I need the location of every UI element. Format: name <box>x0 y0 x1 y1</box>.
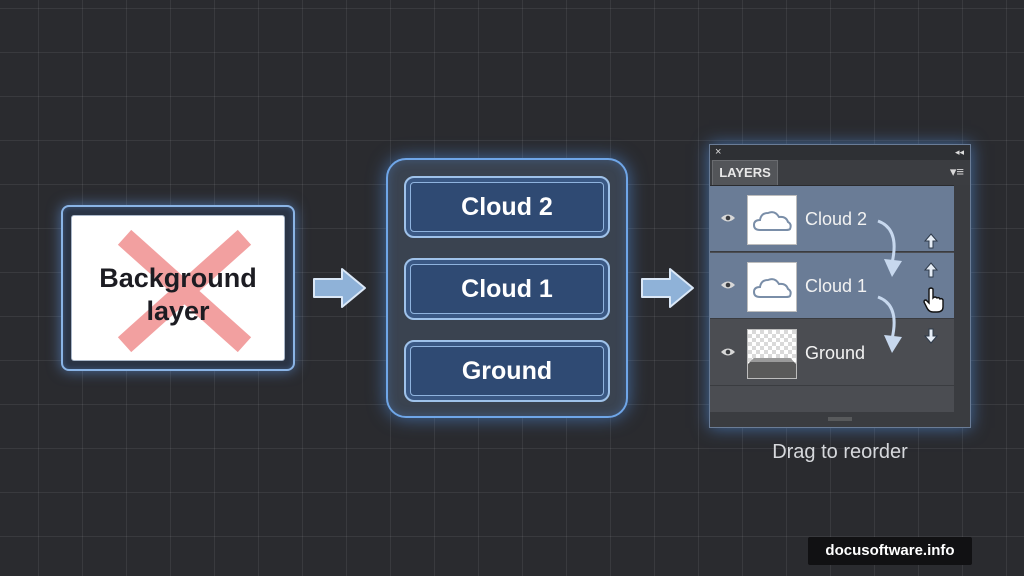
curved-arrow-icon <box>877 219 902 277</box>
layer-name-ground: Ground <box>805 343 866 363</box>
watermark: docusoftware.info <box>808 537 972 565</box>
eye-icon[interactable] <box>720 346 736 358</box>
stack-item-cloud-1: Cloud 1 <box>404 258 610 320</box>
background-layer-card: Background layer <box>61 205 295 371</box>
background-layer-canvas: Background layer <box>71 215 285 361</box>
layer-row-ground[interactable]: Ground <box>710 320 954 386</box>
tab-layers[interactable]: LAYERS <box>712 160 778 185</box>
up-arrow-icon <box>924 233 938 249</box>
ground-icon <box>747 329 797 379</box>
panel-title-bar: × ◂◂ <box>710 145 970 160</box>
cross-out-icon <box>117 229 252 353</box>
layer-stack-card: Cloud 2 Cloud 1 Ground <box>386 158 628 418</box>
collapse-icon[interactable]: ◂◂ <box>954 147 964 157</box>
layer-row-cloud-2[interactable]: Cloud 2 <box>710 186 954 252</box>
stack-item-cloud-2: Cloud 2 <box>404 176 610 238</box>
background-layer-label-line1: Background <box>99 263 257 293</box>
background-layer-label: Background layer <box>72 262 284 328</box>
layer-name-cloud-2: Cloud 2 <box>805 209 868 229</box>
eye-icon[interactable] <box>720 212 736 224</box>
drag-caption: Drag to reorder <box>772 441 908 463</box>
resize-grip-icon[interactable] <box>828 417 852 422</box>
layers-panel: × ◂◂ LAYERS ▾≡ Cloud 2 Cloud 1 Ground <box>709 144 971 428</box>
cloud-icon <box>747 262 797 312</box>
cloud-icon <box>747 195 797 245</box>
panel-scrollbar[interactable] <box>954 185 970 413</box>
layer-row-cloud-1[interactable]: Cloud 1 <box>710 253 954 319</box>
right-arrow-icon <box>641 268 694 308</box>
up-arrow-icon <box>924 262 938 278</box>
down-arrow-icon <box>924 328 938 344</box>
hand-cursor-icon <box>923 287 944 313</box>
panel-menu-icon[interactable]: ▾≡ <box>949 164 964 179</box>
close-icon[interactable]: × <box>715 146 722 158</box>
background-layer-label-line2: layer <box>146 296 210 326</box>
curved-arrow-icon <box>877 295 902 353</box>
stack-item-ground: Ground <box>404 340 610 402</box>
right-arrow-icon <box>313 268 366 308</box>
eye-icon[interactable] <box>720 279 736 291</box>
panel-footer <box>710 412 970 427</box>
layer-name-cloud-1: Cloud 1 <box>805 276 868 296</box>
panel-tab-bar: LAYERS ▾≡ <box>710 160 970 186</box>
